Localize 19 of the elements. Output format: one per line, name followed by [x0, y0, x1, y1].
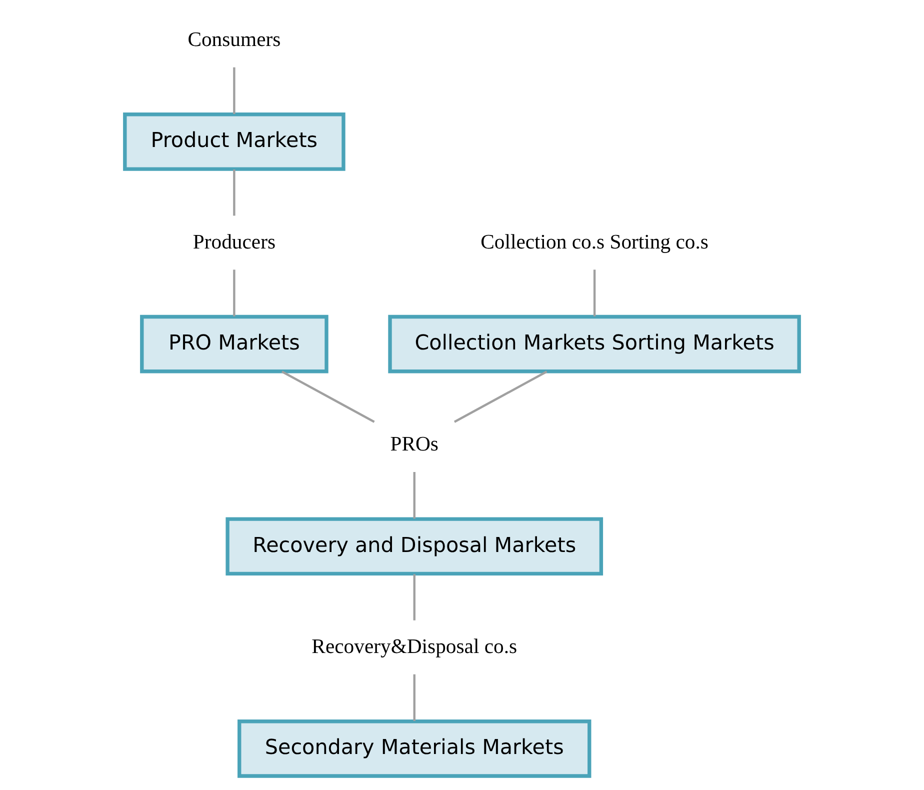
connector	[233, 270, 236, 316]
connector	[413, 574, 416, 620]
node-box: Secondary Materials Markets	[238, 720, 592, 778]
node-text: Consumers	[188, 29, 281, 52]
connector	[413, 472, 416, 519]
connector	[593, 270, 596, 316]
connector	[281, 370, 375, 423]
node-text: PROs	[390, 434, 438, 456]
connector	[233, 67, 236, 114]
connector	[233, 170, 236, 216]
node-text: Producers	[192, 231, 276, 254]
node-box: PRO Markets	[140, 314, 328, 374]
node-text: Recovery&Disposal co.s	[312, 636, 518, 658]
node-text: Collection co.s Sorting co.s	[480, 231, 708, 254]
node-box: Collection Markets Sorting Markets	[388, 314, 801, 374]
node-box: Recovery and Disposal Markets	[226, 517, 604, 576]
connector	[413, 674, 416, 721]
node-box: Product Markets	[123, 112, 346, 171]
connector	[454, 370, 548, 423]
